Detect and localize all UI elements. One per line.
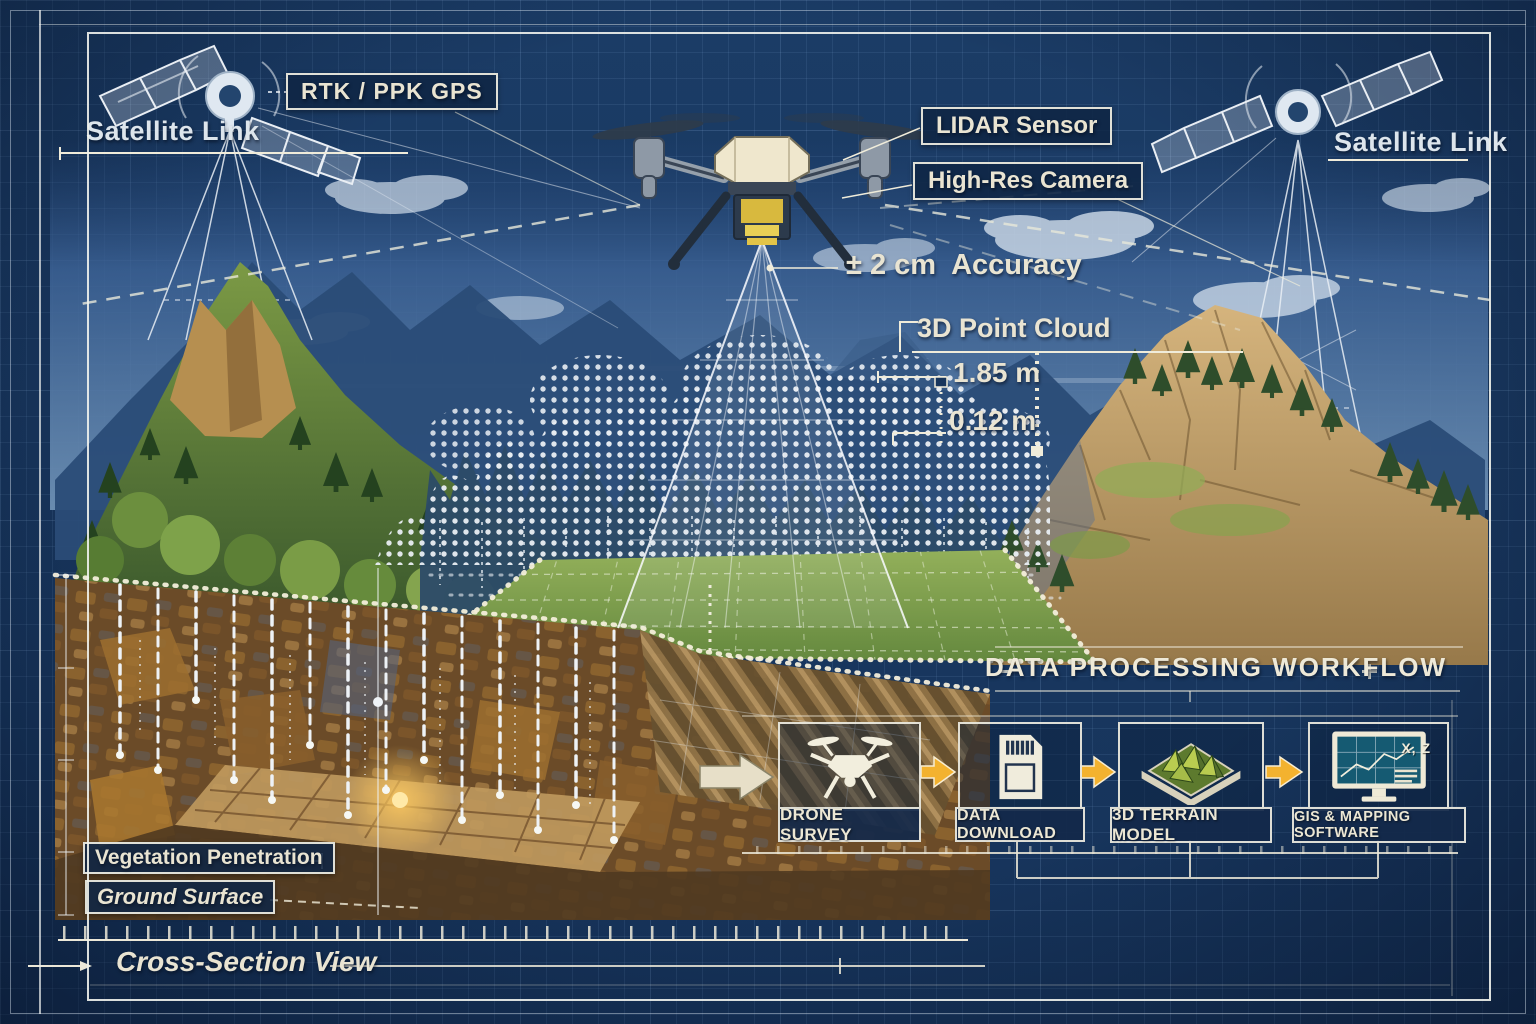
- cross-section-ruler: [28, 926, 1450, 986]
- satellite-link-right-label: Satellite Link: [1334, 127, 1508, 157]
- rtk-ppk-gps-tag: RTK / PPK GPS: [286, 73, 498, 110]
- accuracy-label: ± 2 cm Accuracy: [846, 249, 1082, 281]
- lidar-sensor-tag: LIDAR Sensor: [921, 107, 1113, 145]
- canopy-height-label: 1.85 m: [953, 357, 1041, 388]
- satellite-link-left-label: Satellite Link: [86, 116, 260, 146]
- workflow-entry-arrow: [699, 753, 775, 801]
- vegetation-penetration-tag: Vegetation Penetration: [83, 842, 335, 874]
- sd-card-icon: [999, 734, 1043, 799]
- dimension-lines: [59, 111, 1468, 456]
- left-satellite-illustration: [98, 44, 641, 341]
- workflow-step-data-download: [958, 722, 1082, 811]
- gis-screen-text: X, Z: [1401, 740, 1431, 756]
- cross-section-view-label: Cross-Section View: [116, 946, 377, 977]
- workflow-step-label-terrain-model: 3D TERRAIN MODEL: [1110, 805, 1272, 844]
- gis-software-icon: [1331, 730, 1426, 802]
- workflow-step-label-data-download: DATA DOWNLOAD: [955, 807, 1085, 842]
- ground-offset-label: 0.12 m: [949, 405, 1037, 436]
- terrain-model-icon: [1141, 742, 1241, 805]
- point-cloud-forest: [375, 335, 1062, 600]
- workflow-step-gis-software: X, Z: [1308, 722, 1449, 811]
- workflow-title: DATA PROCESSING WORKFLOW: [985, 652, 1448, 682]
- workflow-step-drone-survey: [778, 722, 921, 811]
- workflow-step-terrain-model: [1118, 722, 1264, 811]
- workflow-lines: [699, 646, 1463, 996]
- high-res-camera-tag: High-Res Camera: [913, 162, 1144, 200]
- lidar-scan-cone: [617, 239, 909, 629]
- right-satellite-illustration: [1131, 50, 1444, 453]
- workflow-step-label-gis-software: GIS & MAPPING SOFTWARE: [1292, 807, 1466, 843]
- lidar-penetration-beams: [118, 583, 616, 842]
- point-cloud-label: 3D Point Cloud: [917, 313, 1111, 343]
- workflow-step-label-drone-survey: DRONE SURVEY: [778, 805, 921, 844]
- soil-cross-section: [52, 568, 993, 920]
- drone-icon: [807, 736, 892, 799]
- workflow-step-arrows: [920, 755, 1304, 789]
- ground-surface-tag: Ground Surface: [85, 880, 276, 914]
- drone-illustration: [592, 113, 932, 270]
